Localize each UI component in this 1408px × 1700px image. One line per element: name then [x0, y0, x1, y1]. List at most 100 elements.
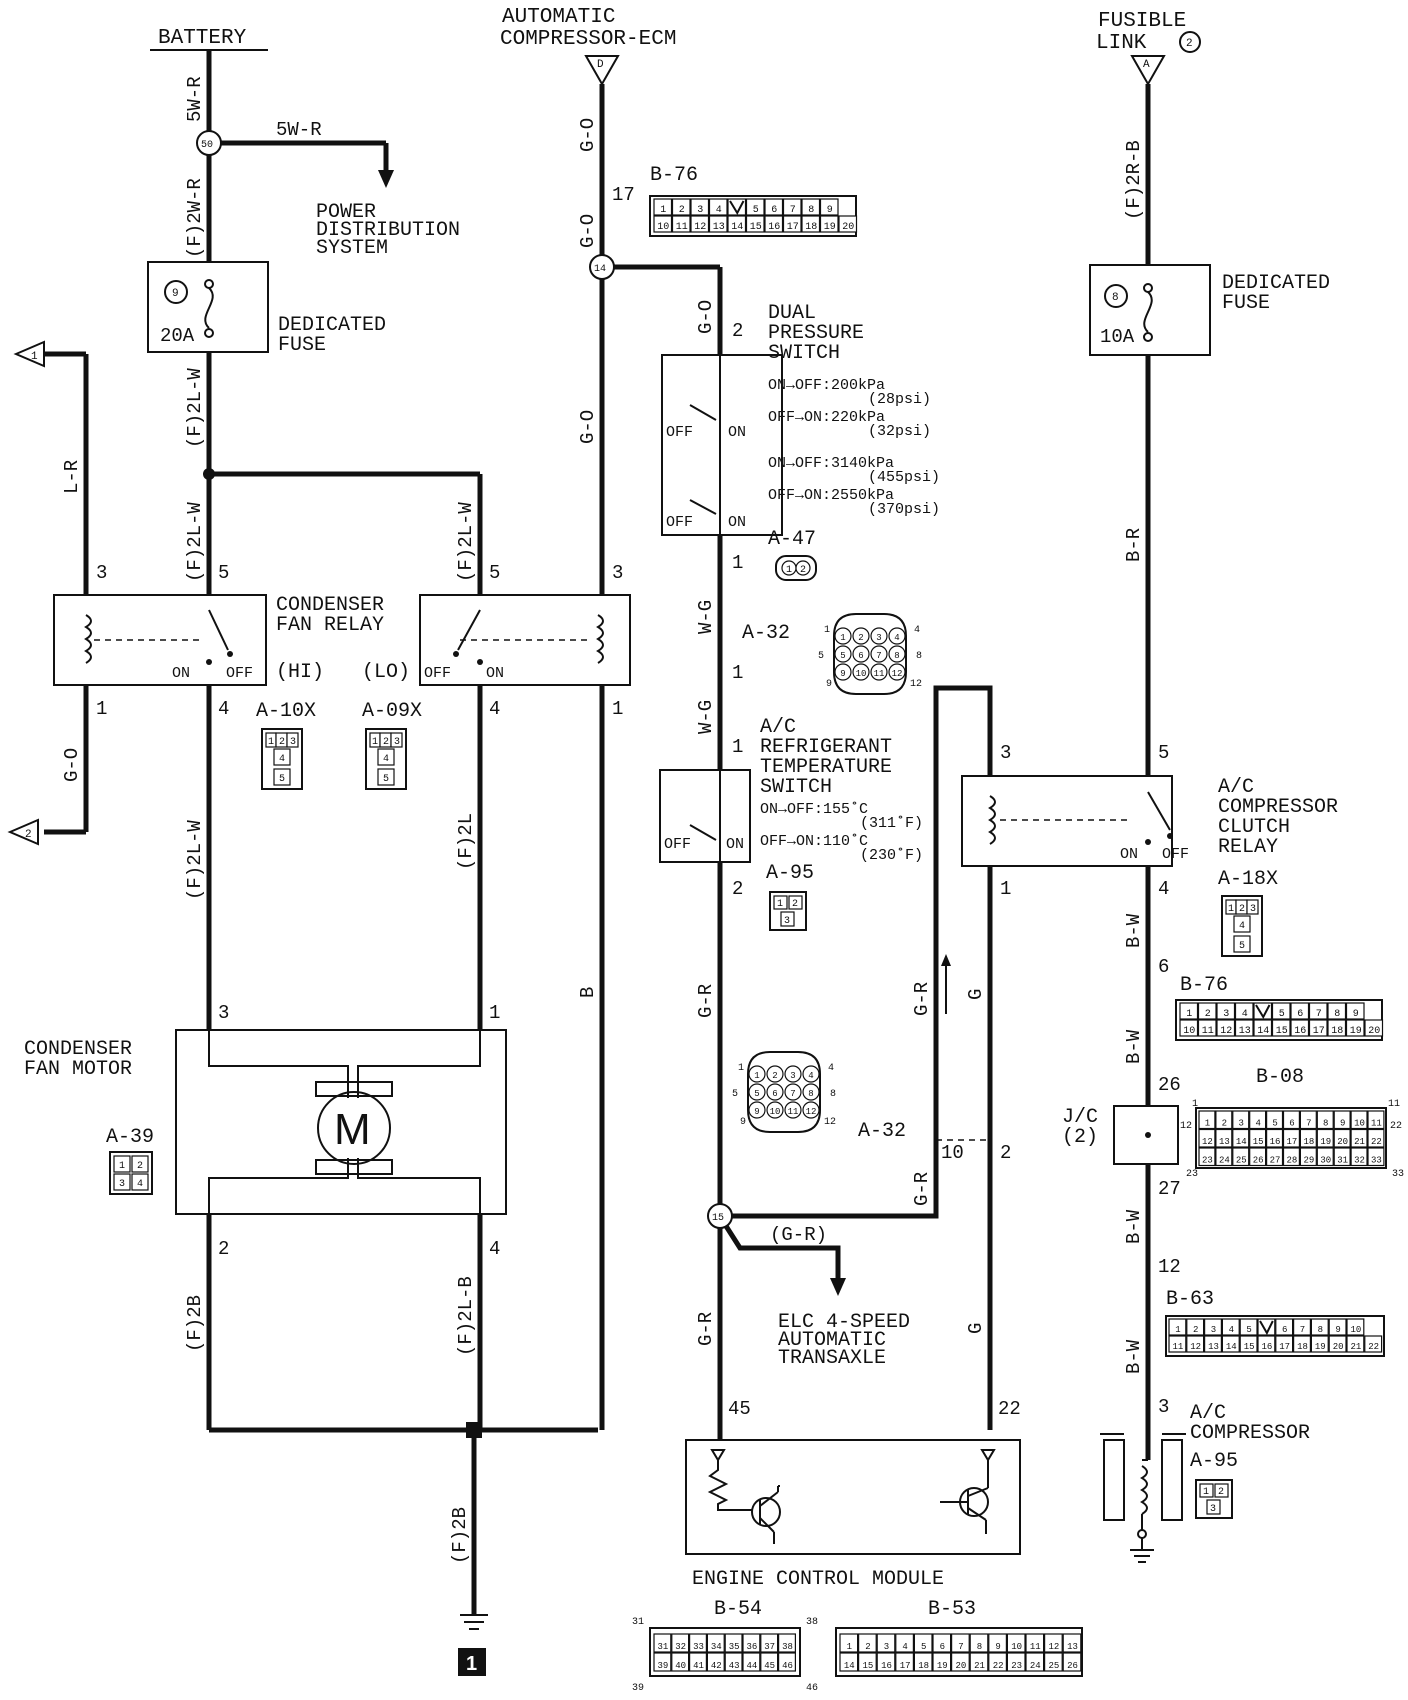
- connector-pin: [766, 1101, 784, 1119]
- connector-a-47: A-47 1 2: [768, 528, 817, 581]
- dedicated-fuse-8: 8 10A DEDICATED FUSE: [1089, 264, 1330, 356]
- svg-text:COMPRESSOR: COMPRESSOR: [1190, 1422, 1310, 1445]
- svg-text:ON→OFF:155˚C: ON→OFF:155˚C: [760, 801, 868, 818]
- wire-w-g-2: W-G: [695, 700, 717, 734]
- connector-pin: [834, 627, 852, 645]
- connector-pin-label: 8: [808, 205, 814, 216]
- fuse-to-relay-wire: B-R: [1123, 355, 1151, 776]
- connector-pin-label: 16: [768, 222, 780, 233]
- relay-lo-label: (LO): [362, 661, 410, 684]
- connector-pin-label: 2: [1222, 1119, 1227, 1129]
- connector-b-63-label: B-63: [1166, 1288, 1214, 1311]
- connector-a-32-label-top: A-32: [742, 622, 790, 645]
- pin-3-right: 3: [612, 562, 623, 584]
- relay-lo-on: ON: [486, 665, 504, 682]
- connector-pin-label: 13: [1067, 1642, 1078, 1652]
- connector-pin: [870, 627, 888, 645]
- connector-pin-label: 3: [1223, 1009, 1229, 1020]
- pin-1-right: 1: [612, 698, 623, 720]
- svg-text:1: 1: [119, 1161, 125, 1172]
- connector-pin: [784, 1101, 802, 1119]
- svg-text:FUSE: FUSE: [1222, 292, 1270, 315]
- svg-text:4: 4: [1239, 921, 1245, 932]
- connector-pin: [895, 1652, 914, 1672]
- connector-pin-label: 4: [902, 1642, 907, 1652]
- connector-pin-label: 5: [753, 205, 759, 216]
- connector-pin-label: 1: [1175, 1325, 1180, 1335]
- connector-pin-label: 42: [711, 1661, 722, 1671]
- connector-pin-label: 25: [1048, 1661, 1059, 1671]
- pin-4-motor: 4: [489, 1238, 500, 1260]
- elc-line2: AUTOMATIC: [778, 1329, 886, 1352]
- connector-pin-label: 8: [1323, 1119, 1328, 1129]
- connector-pin: [1345, 1019, 1365, 1037]
- pin-2-motor: 2: [218, 1238, 229, 1260]
- connector-pin-label: 12: [1048, 1642, 1059, 1652]
- dps-title-2: PRESSURE: [768, 322, 864, 345]
- connector-edge-label: 11: [1388, 1099, 1400, 1110]
- connector-pin-label: 3: [790, 1071, 795, 1081]
- svg-text:(370psi): (370psi): [868, 501, 940, 518]
- svg-text:ON→OFF:3140kPa: ON→OFF:3140kPa: [768, 455, 894, 472]
- connector-pin: [1350, 1147, 1368, 1167]
- svg-text:(311˚F): (311˚F): [860, 815, 923, 832]
- connector-pin: [1350, 1128, 1368, 1148]
- connector-edge-label: 33: [1392, 1169, 1404, 1180]
- connector-pin-label: 1: [1186, 1009, 1192, 1020]
- connector-pin: [1253, 1019, 1273, 1037]
- dedicated-fuse-line1: DEDICATED: [278, 314, 386, 337]
- connector-pin: [653, 198, 673, 216]
- connector-pin: [1367, 1128, 1385, 1148]
- svg-text:RELAY: RELAY: [1218, 836, 1278, 859]
- acrt-on: ON: [726, 836, 744, 853]
- pin-6: 6: [1158, 956, 1169, 978]
- terminal-a-icon: [1130, 55, 1166, 87]
- connector-pin: [1308, 1019, 1328, 1037]
- connector-pin-label: 9: [1340, 1119, 1345, 1129]
- pin-2-dps: 2: [732, 320, 743, 342]
- connector-pin: [1345, 1002, 1365, 1020]
- connector-pin-label: 1: [754, 1071, 759, 1081]
- connector-pin-label: 10: [1183, 1026, 1195, 1037]
- connector-pin-label: 18: [805, 222, 817, 233]
- connector-pin: [1316, 1147, 1334, 1167]
- connector-pin-label: 9: [1353, 1009, 1359, 1020]
- connector-pin: [1043, 1633, 1063, 1653]
- connector-pin: [1333, 1128, 1351, 1148]
- connector-pin: [777, 1652, 796, 1672]
- connector-pin: [1310, 1335, 1329, 1353]
- connector-pin-label: 12: [892, 669, 903, 679]
- connector-pin-label: 9: [995, 1642, 1000, 1652]
- connector-pin-label: 2: [1205, 1009, 1211, 1020]
- wire-f2l-w-4: (F)2L-W: [184, 820, 206, 900]
- pin-26: 26: [1158, 1074, 1181, 1096]
- connector-pin-label: 13: [1239, 1026, 1251, 1037]
- connector-pin-label: 7: [1316, 1009, 1322, 1020]
- condenser-fan-motor-line1: CONDENSER: [24, 1038, 132, 1061]
- connector-pin: [1062, 1633, 1082, 1653]
- connector-pin-label: 35: [729, 1642, 740, 1652]
- connector-pin-label: 14: [844, 1661, 855, 1671]
- connector-pin-label: 39: [657, 1661, 668, 1671]
- fusible-number-circle: [1179, 31, 1201, 53]
- connector-pin: [852, 645, 870, 663]
- wire-b-w-1: B-W: [1123, 913, 1145, 948]
- connector-pin-label: 1: [1205, 1119, 1210, 1129]
- connector-pin: [839, 1633, 859, 1653]
- connector-pin-label: 4: [1229, 1325, 1234, 1335]
- connector-pin: [932, 1633, 952, 1653]
- connector-pin-label: 8: [1334, 1009, 1340, 1020]
- wire-b-w-3: B-W: [1123, 1209, 1145, 1244]
- connector-edge-label: 31: [632, 1617, 644, 1628]
- connector-pin-label: 12: [1220, 1026, 1232, 1037]
- connector-a-95-right-label: A-95: [1190, 1450, 1238, 1473]
- motor-wires: 4 4 (F)2L-W (F)2L 3 1: [184, 685, 500, 1030]
- svg-text:1: 1: [372, 737, 378, 748]
- svg-text:2: 2: [383, 737, 389, 748]
- wire-f2b-1: (F)2B: [184, 1295, 206, 1352]
- pin-2-ecm: 2: [1000, 1142, 1011, 1164]
- power-dist-line1: POWER: [316, 201, 376, 224]
